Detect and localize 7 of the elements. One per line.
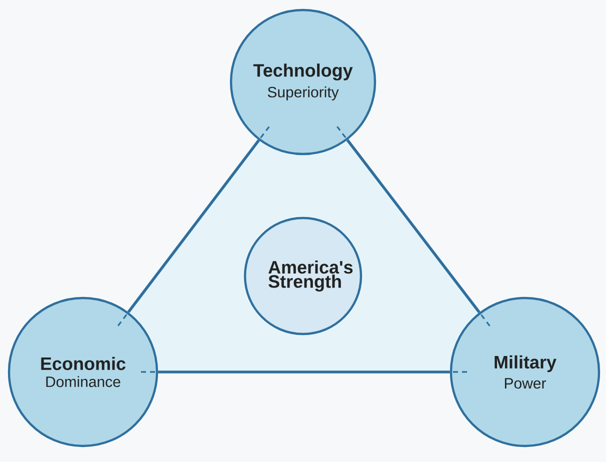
circle-node: Economic Dominance: [8, 296, 158, 448]
connector-line: [346, 139, 480, 314]
circle-node: America's Strength: [244, 216, 362, 336]
connector-line: [158, 370, 450, 374]
circle-node: Technology Superiority: [230, 8, 376, 156]
connector-line: [127, 139, 260, 313]
circle-node: Military Power: [450, 296, 600, 448]
